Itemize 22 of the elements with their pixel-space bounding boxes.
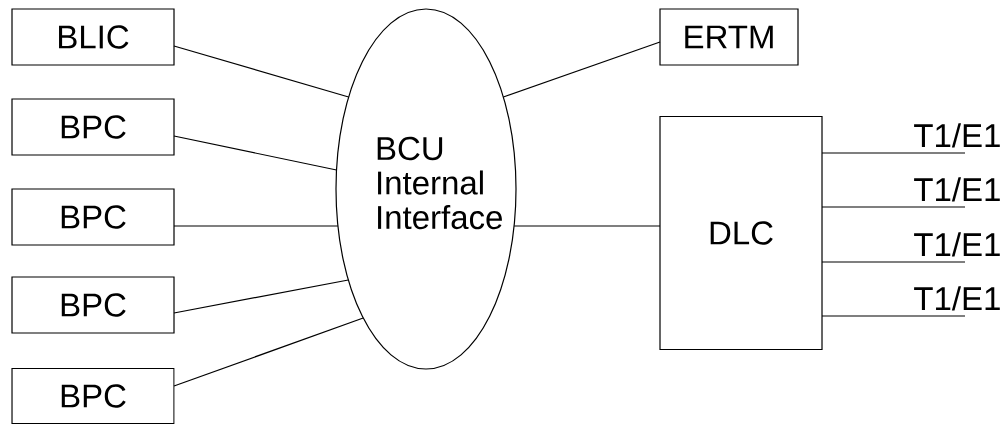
box: ERTM xyxy=(659,8,799,66)
connector-line xyxy=(513,225,661,227)
line xyxy=(821,261,966,263)
connector-line xyxy=(502,41,661,98)
box: BLIC xyxy=(11,8,175,66)
edge-label: T1/E1 xyxy=(914,232,1000,257)
box: BPC xyxy=(11,98,175,156)
box: BPC xyxy=(11,276,175,334)
connector-line xyxy=(173,279,349,314)
edge-label: T1/E1 xyxy=(914,123,1000,148)
connector-line xyxy=(173,225,339,227)
connector-line xyxy=(173,135,338,171)
connector-line xyxy=(173,317,364,387)
box: DLC xyxy=(659,115,823,351)
box: BPC xyxy=(11,188,175,246)
box: BPC xyxy=(11,367,175,424)
edge-label: T1/E1 xyxy=(914,286,1000,311)
connector-line xyxy=(173,45,350,98)
line xyxy=(821,315,966,317)
line xyxy=(821,152,966,154)
edge-label: T1/E1 xyxy=(914,177,1000,202)
line xyxy=(821,206,966,208)
